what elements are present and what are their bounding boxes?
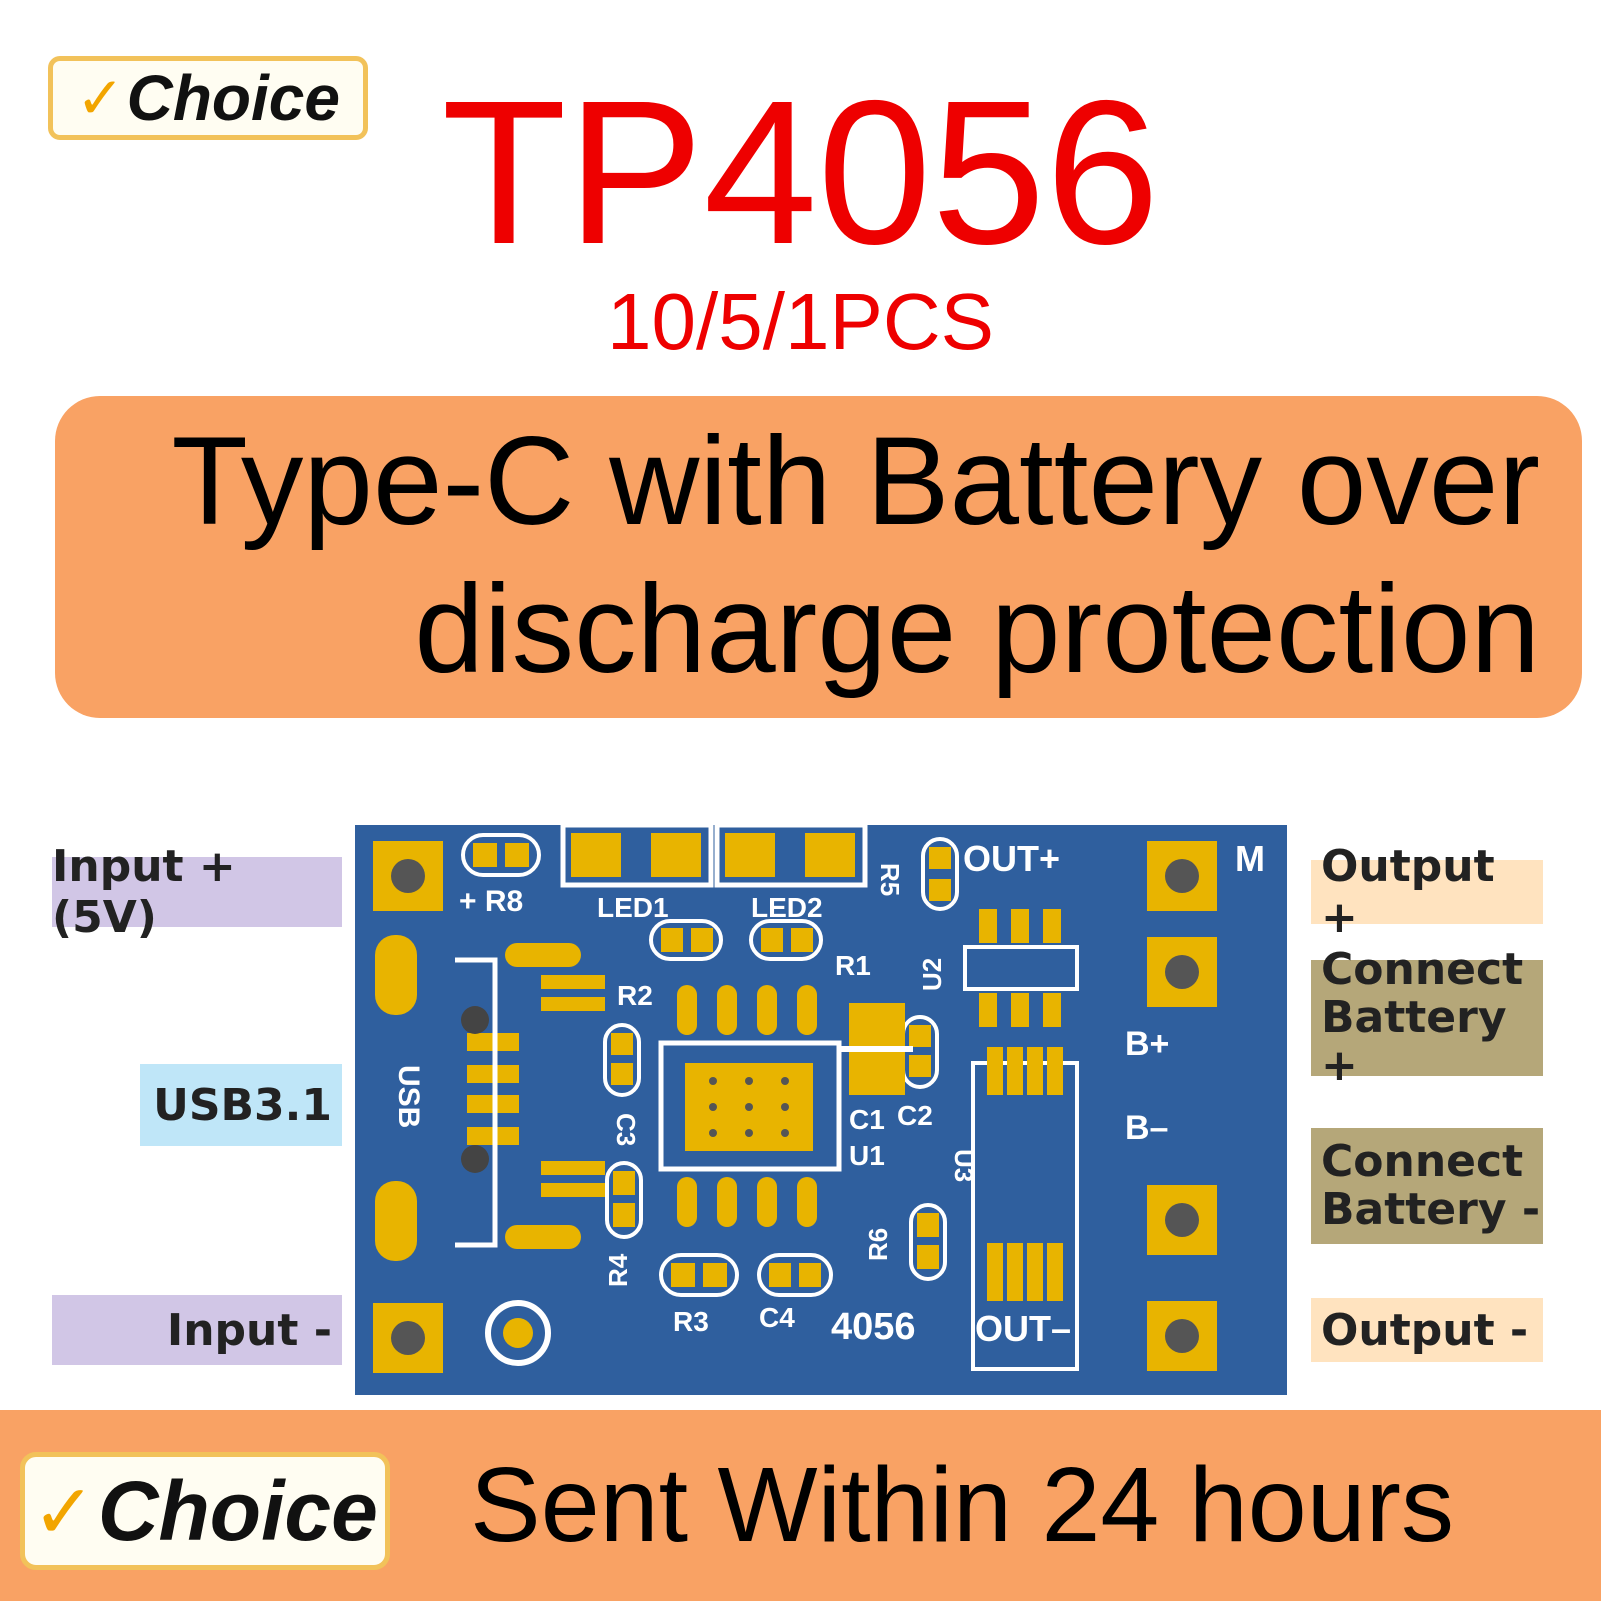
pad-battery-plus [1147, 937, 1217, 1007]
choice-label: Choice [97, 1463, 378, 1558]
label-usb: USB3.1 [140, 1064, 342, 1146]
label-output-minus: Output - [1311, 1298, 1543, 1362]
silk-usb: USB [392, 1065, 425, 1128]
feature-line-1: Type-C with Battery over [171, 412, 1540, 551]
silk-u1: U1 [849, 1140, 885, 1171]
choice-label: Choice [126, 62, 340, 134]
silk-m: M [1235, 838, 1265, 879]
pad-input-plus [373, 841, 443, 911]
label-battery-minus-line1: Connect [1321, 1136, 1524, 1187]
pcb-board: + R8 LED1 LED2 R5 OUT+ M R1 R2 U2 B+ B– … [355, 825, 1287, 1395]
silk-r5: R5 [875, 863, 905, 896]
silk-b-minus: B– [1125, 1109, 1168, 1147]
label-battery-plus-line1: Connect [1321, 944, 1524, 995]
quantity-label: 10/5/1PCS [607, 277, 994, 366]
silk-r3: R3 [673, 1306, 709, 1337]
usb-connector-footprint [375, 935, 605, 1261]
silk-out-minus: OUT– [975, 1308, 1071, 1349]
u1-chip-footprint [658, 985, 842, 1227]
choice-badge-top: ✓ Choice [48, 56, 368, 140]
led1-footprint [560, 825, 714, 888]
silk-r1: R1 [835, 950, 871, 981]
pad-output-minus [1147, 1301, 1217, 1371]
silk-r6: R6 [863, 1228, 893, 1261]
silk-r4: R4 [603, 1253, 633, 1287]
silk-out-plus: OUT+ [963, 838, 1060, 879]
silk-r8: + R8 [459, 885, 523, 918]
silk-led2: LED2 [751, 892, 823, 923]
check-icon: ✓ [32, 1466, 96, 1556]
silk-u3: U3 [949, 1149, 979, 1182]
choice-badge-bottom: ✓ Choice [20, 1452, 390, 1570]
pad-input-minus [373, 1303, 443, 1373]
silk-led1: LED1 [597, 892, 669, 923]
pad-output-plus [1147, 841, 1217, 911]
mount-hole [485, 1300, 551, 1366]
led2-footprint [714, 825, 868, 888]
pad-battery-minus [1147, 1185, 1217, 1255]
u2-footprint [963, 909, 1079, 1027]
silk-b-plus: B+ [1125, 1025, 1169, 1063]
silk-chip-4056: 4056 [831, 1306, 916, 1348]
feature-line-2: discharge protection [414, 560, 1540, 699]
product-title: TP4056 [441, 58, 1160, 287]
label-battery-plus-line2: Battery + [1321, 992, 1507, 1091]
feature-banner-text: Type-C with Battery over discharge prote… [80, 408, 1540, 704]
passive-pads [461, 833, 959, 1297]
check-icon: ✓ [76, 64, 125, 132]
label-input-minus: Input - [52, 1295, 342, 1365]
silk-c4: C4 [759, 1302, 795, 1333]
feature-banner [55, 396, 1582, 718]
silk-u2: U2 [917, 958, 947, 991]
silk-c3: C3 [611, 1113, 641, 1146]
silkscreen-text: + R8 LED1 LED2 R5 OUT+ M R1 R2 U2 B+ B– … [392, 838, 1265, 1349]
silk-r2: R2 [617, 980, 653, 1011]
label-input-plus: Input + (5V) [52, 841, 342, 943]
shipping-note: Sent Within 24 hours [470, 1446, 1454, 1564]
label-output-plus: Output + [1311, 841, 1543, 943]
label-battery-plus: Connect Battery + [1311, 946, 1543, 1090]
silk-c2: C2 [897, 1100, 933, 1131]
u3-footprint [971, 1047, 1079, 1371]
label-battery-minus-line2: Battery - [1321, 1184, 1541, 1235]
silk-c1: C1 [849, 1104, 885, 1135]
label-battery-minus: Connect Battery - [1311, 1128, 1543, 1244]
